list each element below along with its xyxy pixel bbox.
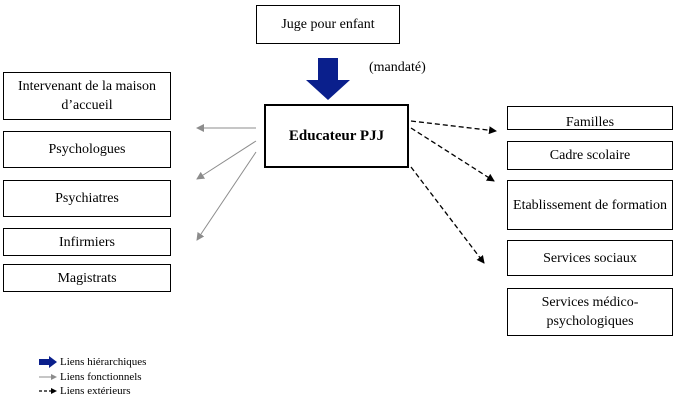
- functional-link-psychiatres: [196, 140, 257, 180]
- left-node-label: Magistrats: [57, 270, 117, 286]
- external-arrow-icon: [39, 388, 57, 394]
- judge-box: Juge pour enfant: [256, 5, 400, 44]
- legend-hierarchical-label: Liens hiérarchiques: [60, 356, 147, 368]
- educator-label: Educateur PJJ: [288, 127, 385, 144]
- legend-functional: Liens fonctionnels: [38, 370, 142, 384]
- right-node-label: Cadre scolaire: [549, 148, 631, 163]
- hierarchical-arrow-icon: [39, 356, 57, 368]
- left-node-label: Intervenant de la maison d’accueil: [17, 79, 156, 113]
- legend-hierarchical: Liens hiérarchiques: [38, 355, 146, 369]
- right-node-label: Etablissement de formation: [513, 197, 667, 213]
- educator-box: Educateur PJJ: [264, 104, 409, 168]
- hierarchical-arrow: [306, 58, 350, 100]
- left-node-magistrats: Magistrats: [3, 264, 171, 292]
- right-node-familles: Familles: [507, 106, 673, 130]
- right-node-services-sociaux: Services sociaux: [507, 240, 673, 276]
- right-node-label: Services sociaux: [543, 250, 637, 266]
- right-node-cadre-scolaire: Cadre scolaire: [507, 141, 673, 170]
- legend-external: Liens extérieurs: [38, 384, 131, 398]
- right-node-formation: Etablissement de formation: [507, 180, 673, 230]
- left-node-psychologues: Psychologues: [3, 131, 171, 168]
- mandate-label: (mandaté): [369, 60, 426, 75]
- legend-external-label: Liens extérieurs: [60, 385, 131, 397]
- right-node-label: Familles: [565, 115, 615, 130]
- left-node-infirmiers: Infirmiers: [3, 228, 171, 256]
- right-node-label: Services médico-psychologiques: [541, 295, 639, 329]
- left-node-label: Infirmiers: [59, 234, 115, 250]
- external-link-formation: [410, 127, 495, 182]
- left-node-maison-accueil: Intervenant de la maison d’accueil: [3, 72, 171, 120]
- legend-functional-label: Liens fonctionnels: [60, 371, 142, 383]
- left-node-label: Psychiatres: [55, 191, 119, 206]
- external-link-familles: [410, 120, 497, 135]
- left-node-psychiatres: Psychiatres: [3, 180, 171, 217]
- external-link-services-sociaux: [410, 166, 485, 264]
- functional-arrow-icon: [39, 374, 57, 380]
- right-node-medico-psychologiques: Services médico-psychologiques: [507, 288, 673, 336]
- left-node-label: Psychologues: [48, 142, 126, 157]
- judge-label: Juge pour enfant: [281, 17, 375, 32]
- functional-link-infirmiers: [196, 151, 257, 241]
